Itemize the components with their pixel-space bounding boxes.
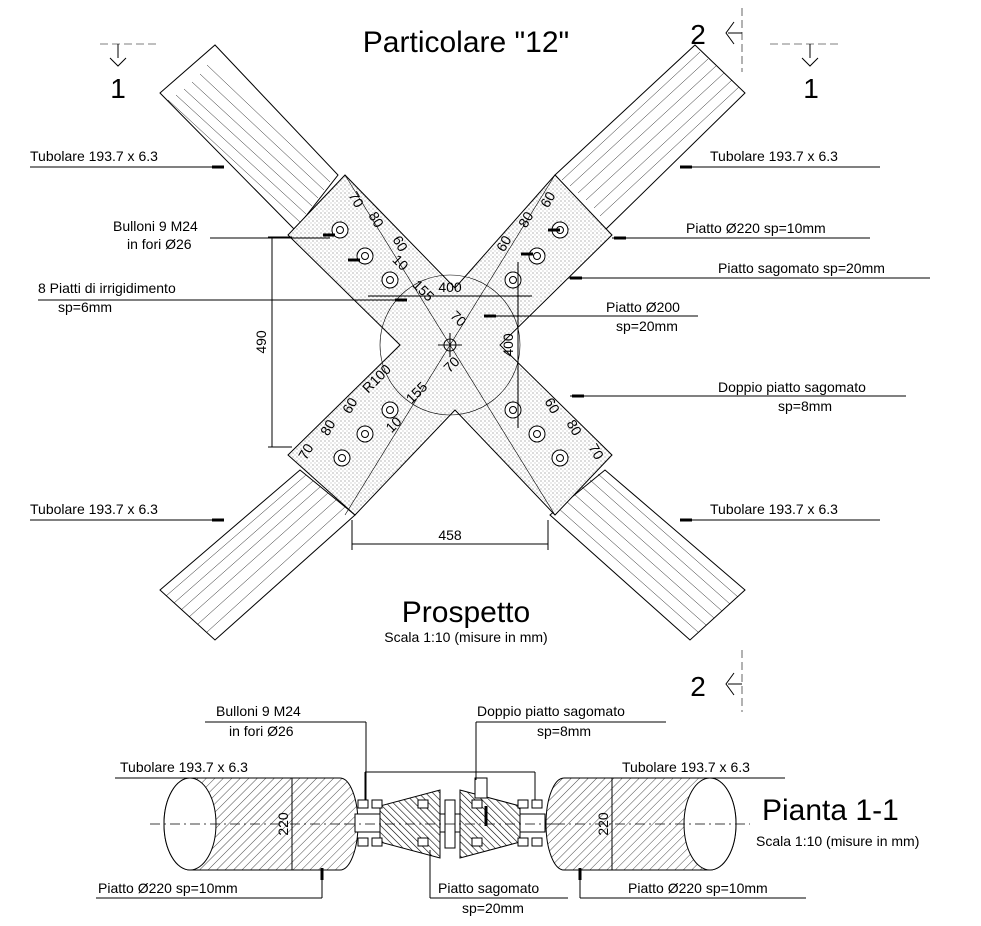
bolt-holes: [331, 221, 569, 467]
stiff-line2: sp=6mm: [58, 299, 112, 315]
dim-tl-60: 60: [390, 233, 412, 255]
label-shaped-plate-20: Piatto sagomato sp=20mm: [568, 260, 930, 280]
label-stiffeners: 8 Piatti di irrigidimento sp=6mm: [38, 280, 400, 315]
section-1-right-label: 1: [803, 73, 819, 104]
plan-dim-220-left: 220: [275, 812, 291, 836]
plan-label-plate-left: Piatto Ø220 sp=10mm: [96, 868, 324, 899]
tube-tl-text: Tubolare 193.7 x 6.3: [30, 148, 158, 164]
section-mark-1-right: 1: [770, 43, 840, 104]
dim-br-70: 70: [586, 441, 608, 463]
plan-tube-left: 220: [150, 777, 359, 871]
section-mark-2-bottom: 2: [690, 650, 743, 712]
plan-label-shaped: Piatto sagomato sp=20mm: [429, 850, 568, 916]
dim-400h-text: 400: [438, 279, 462, 295]
section-2-bottom-label: 2: [690, 671, 706, 702]
dim-tl-70: 70: [346, 189, 368, 211]
label-plate-220: Piatto Ø220 sp=10mm: [612, 220, 870, 240]
dim-bl-70: 70: [295, 441, 317, 463]
dim-br-60: 60: [542, 395, 564, 417]
label-tube-top-left: Tubolare 193.7 x 6.3: [30, 148, 224, 169]
plan-shaped-line2: sp=20mm: [462, 900, 524, 916]
bolts-line1: Bulloni 9 M24: [113, 218, 198, 234]
tube-bottom-left: [159, 469, 356, 641]
tube-br-text: Tubolare 193.7 x 6.3: [710, 501, 838, 517]
elevation-scale: Scala 1:10 (misure in mm): [384, 629, 547, 645]
label-tube-bottom-right: Tubolare 193.7 x 6.3: [680, 501, 880, 522]
dim-tr-80: 80: [515, 209, 537, 231]
plan-label-tube-right: Tubolare 193.7 x 6.3: [610, 759, 785, 779]
plate200-line2: sp=20mm: [616, 318, 678, 334]
section-mark-2-top: 2: [690, 8, 743, 72]
label-plate-200: Piatto Ø200 sp=20mm: [484, 299, 698, 334]
plan-bolts-line1: Bulloni 9 M24: [216, 703, 301, 719]
section-mark-1-left: 1: [100, 43, 160, 104]
plan-tube-right: 220: [545, 777, 750, 871]
double-line2: sp=8mm: [778, 398, 832, 414]
plate220-text: Piatto Ø220 sp=10mm: [686, 220, 826, 236]
elevation-title: Prospetto: [402, 596, 530, 629]
tube-tr-text: Tubolare 193.7 x 6.3: [710, 148, 838, 164]
plan-label-plate-right: Piatto Ø220 sp=10mm: [578, 868, 806, 899]
center-plate-circle: [379, 274, 521, 416]
dim-br-80: 80: [564, 417, 586, 439]
shaped20-text: Piatto sagomato sp=20mm: [718, 260, 885, 276]
tube-top-left: [159, 44, 339, 231]
dimension-400-horizontal: 400: [368, 279, 532, 297]
plan-label-double: Doppio piatto sagomato sp=8mm: [475, 703, 666, 780]
label-tube-bottom-left: Tubolare 193.7 x 6.3: [30, 501, 224, 522]
dim-tl-80: 80: [366, 209, 388, 231]
plan-title: Pianta 1-1: [762, 794, 899, 827]
bolts-line2: in fori Ø26: [127, 236, 192, 252]
drawing-title: Particolare "12": [363, 26, 569, 59]
section-2-top-label: 2: [690, 19, 706, 50]
plan-view: 220 220: [96, 703, 919, 916]
plan-bolts-line2: in fori Ø26: [229, 723, 294, 739]
plan-label-tube-left: Tubolare 193.7 x 6.3: [115, 759, 296, 779]
plan-tube-r-text: Tubolare 193.7 x 6.3: [622, 759, 750, 775]
plan-connection: [345, 771, 555, 859]
double-line1: Doppio piatto sagomato: [718, 379, 866, 395]
dim-458-text: 458: [438, 527, 462, 543]
tube-top-right: [554, 44, 746, 231]
dim-400v-text: 400: [500, 333, 516, 357]
plan-shaped-line1: Piatto sagomato: [438, 880, 539, 896]
tube-bottom-right: [549, 469, 746, 641]
dim-bl-80: 80: [317, 417, 339, 439]
dimension-490: 490: [253, 236, 292, 448]
section-1-left-label: 1: [110, 73, 126, 104]
dimension-400-vertical: 400: [500, 262, 519, 428]
stiff-line1: 8 Piatti di irrigidimento: [38, 280, 176, 296]
label-tube-top-right: Tubolare 193.7 x 6.3: [680, 148, 880, 169]
plan-double-line2: sp=8mm: [537, 723, 591, 739]
label-double-plate: Doppio piatto sagomato sp=8mm: [570, 379, 906, 414]
plan-plate-l-text: Piatto Ø220 sp=10mm: [98, 880, 238, 896]
plan-plate-r-text: Piatto Ø220 sp=10mm: [628, 880, 768, 896]
plan-label-bolts: Bulloni 9 M24 in fori Ø26: [205, 703, 367, 800]
plan-tube-l-text: Tubolare 193.7 x 6.3: [120, 759, 248, 775]
dim-tr-60b: 60: [537, 189, 559, 211]
plan-scale: Scala 1:10 (misure in mm): [756, 833, 919, 849]
dimension-458: 458: [351, 520, 549, 550]
label-bolts: Bulloni 9 M24 in fori Ø26: [113, 218, 330, 252]
plan-dim-220-right: 220: [595, 812, 611, 836]
dim-tr-60: 60: [493, 233, 515, 255]
dim-490-text: 490: [253, 330, 269, 354]
elevation-view: 490 400 400 458 R100 155 155 70 70 10 10…: [30, 44, 930, 645]
plate200-line1: Piatto Ø200: [606, 299, 680, 315]
dim-bl-60: 60: [339, 395, 361, 417]
tube-bl-text: Tubolare 193.7 x 6.3: [30, 501, 158, 517]
plan-double-line1: Doppio piatto sagomato: [477, 703, 625, 719]
